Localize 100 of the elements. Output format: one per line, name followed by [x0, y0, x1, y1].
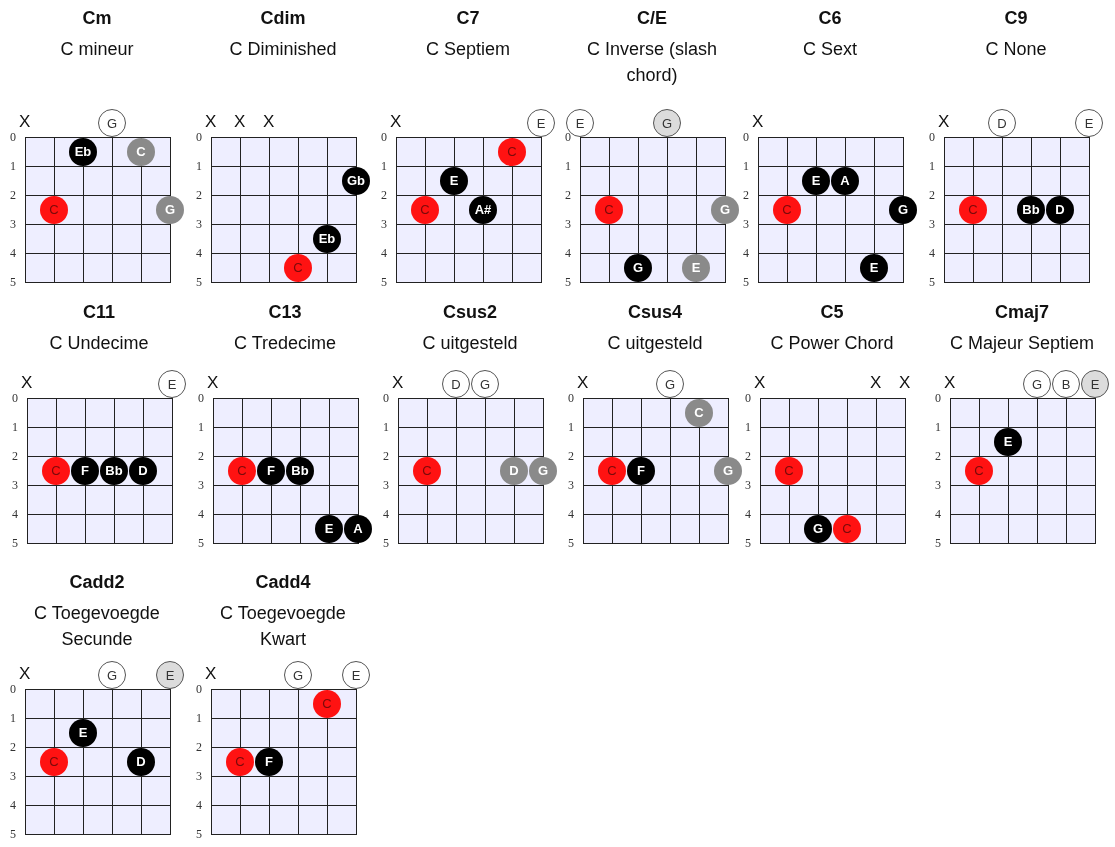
- chord-name: C11: [83, 301, 115, 324]
- fret-number: 1: [10, 711, 16, 725]
- fret-number: 2: [381, 188, 387, 202]
- chord-description: C uitgesteld: [421, 332, 519, 355]
- fret-number: 0: [10, 130, 16, 144]
- mute-mark: X: [870, 374, 882, 392]
- fret-number: 3: [10, 217, 16, 231]
- chord-description: C Power Chord: [769, 332, 895, 355]
- fret-number: 1: [10, 159, 16, 173]
- fret-number: 5: [381, 275, 387, 289]
- mute-mark: X: [263, 113, 275, 131]
- chord-name: C/E: [637, 7, 667, 30]
- fret-number: 1: [929, 159, 935, 173]
- fret-number: 5: [929, 275, 935, 289]
- fret-number: 5: [10, 827, 16, 841]
- fret-number: 2: [196, 188, 202, 202]
- fret-number: 0: [745, 391, 751, 405]
- mute-mark: X: [19, 113, 31, 131]
- fret-number: 3: [568, 478, 574, 492]
- fret-number: 1: [568, 420, 574, 434]
- fret-number: 1: [935, 420, 941, 434]
- fret-number: 0: [10, 682, 16, 696]
- fret-number: 5: [743, 275, 749, 289]
- fret-number: 4: [383, 507, 389, 521]
- fret-number: 5: [565, 275, 571, 289]
- fret-number: 3: [743, 217, 749, 231]
- fret-number: 2: [196, 740, 202, 754]
- chord-name: Cmaj7: [995, 301, 1049, 324]
- mute-mark: X: [899, 374, 911, 392]
- chord-description: C uitgesteld: [606, 332, 704, 355]
- fret-number: 3: [929, 217, 935, 231]
- chord-name: C6: [818, 7, 842, 30]
- fret-number: 0: [929, 130, 935, 144]
- fret-number: 5: [935, 536, 941, 550]
- fret-number: 3: [196, 217, 202, 231]
- fret-number: 1: [383, 420, 389, 434]
- chord-description: C Tredecime: [232, 332, 337, 355]
- fret-number: 5: [196, 827, 202, 841]
- chord-description: C Majeur Septiem: [948, 332, 1096, 355]
- fret-number: 2: [743, 188, 749, 202]
- mute-mark: X: [207, 374, 219, 392]
- fret-number: 3: [935, 478, 941, 492]
- chord-name: Csus2: [443, 301, 497, 324]
- fret-number: 2: [565, 188, 571, 202]
- fret-number: 4: [10, 798, 16, 812]
- fret-number: 3: [383, 478, 389, 492]
- chord-name: Cm: [82, 7, 112, 30]
- fret-number: 4: [196, 798, 202, 812]
- fret-number: 1: [565, 159, 571, 173]
- chord-name: Csus4: [628, 301, 682, 324]
- fret-number: 3: [10, 769, 16, 783]
- fret-number: 5: [10, 275, 16, 289]
- fret-number: 1: [196, 711, 202, 725]
- fret-number: 1: [198, 420, 204, 434]
- chord-name: C5: [820, 301, 844, 324]
- fret-number: 4: [196, 246, 202, 260]
- fret-number: 2: [383, 449, 389, 463]
- mute-mark: X: [577, 374, 589, 392]
- fret-number: 5: [568, 536, 574, 550]
- chord-description: C Sext: [802, 38, 858, 61]
- fret-number: 4: [12, 507, 18, 521]
- chord-name: Cadd4: [255, 571, 311, 594]
- fret-number: 1: [196, 159, 202, 173]
- fret-number: 0: [383, 391, 389, 405]
- fret-number: 4: [929, 246, 935, 260]
- fret-number: 2: [745, 449, 751, 463]
- fret-number: 4: [565, 246, 571, 260]
- fret-number: 0: [196, 682, 202, 696]
- mute-mark: X: [938, 113, 950, 131]
- fret-number: 5: [12, 536, 18, 550]
- chord-name: C7: [456, 7, 480, 30]
- fret-number: 2: [568, 449, 574, 463]
- fret-number: 2: [929, 188, 935, 202]
- chord-name: C9: [1004, 7, 1028, 30]
- fret-number: 4: [568, 507, 574, 521]
- fret-number: 4: [743, 246, 749, 260]
- fret-number: 4: [935, 507, 941, 521]
- mute-mark: X: [21, 374, 33, 392]
- fret-number: 1: [745, 420, 751, 434]
- mute-mark: X: [944, 374, 956, 392]
- mute-mark: X: [754, 374, 766, 392]
- fret-number: 4: [198, 507, 204, 521]
- fret-number: 4: [381, 246, 387, 260]
- mute-mark: X: [205, 113, 217, 131]
- chord-description: C Inverse (slash chord): [585, 38, 718, 87]
- fret-number: 5: [196, 275, 202, 289]
- fret-number: 0: [381, 130, 387, 144]
- chord-description: C mineur: [59, 38, 135, 61]
- mute-mark: X: [234, 113, 246, 131]
- fret-number: 1: [381, 159, 387, 173]
- fret-number: 2: [12, 449, 18, 463]
- mute-mark: X: [205, 665, 217, 683]
- fret-number: 2: [935, 449, 941, 463]
- fret-number: 0: [935, 391, 941, 405]
- chord-description: C Toegevoegde Secunde: [33, 602, 161, 651]
- fret-number: 5: [745, 536, 751, 550]
- chord-description: C Septiem: [424, 38, 511, 61]
- fret-number: 4: [10, 246, 16, 260]
- chord-description: C Toegevoegde Kwart: [219, 602, 347, 651]
- fret-number: 5: [383, 536, 389, 550]
